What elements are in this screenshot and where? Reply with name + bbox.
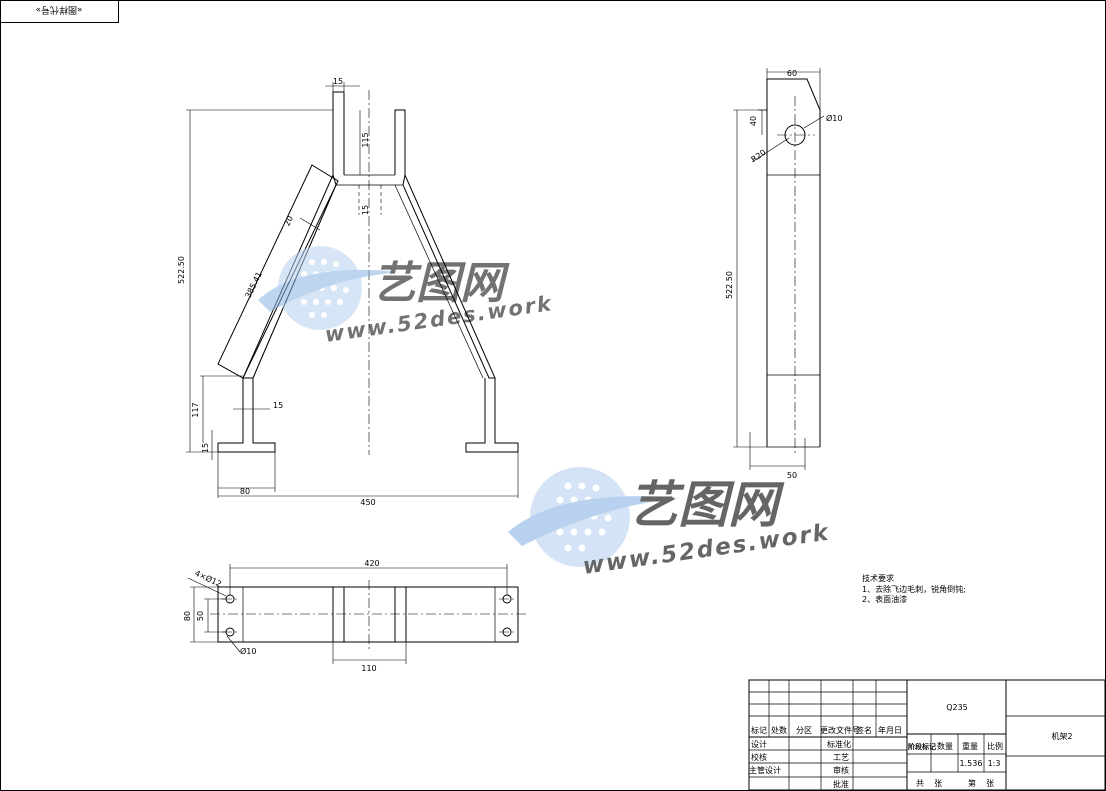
notes-title: 技术要求 — [862, 573, 894, 583]
tb-stage-mark: 阶段标记 — [908, 742, 936, 751]
tb-role-design: 设计 — [751, 739, 767, 749]
dim-front-overall-width: 450 — [360, 498, 375, 507]
dim-front-overall-height: 522.50 — [177, 256, 186, 284]
tb-material: Q235 — [946, 703, 968, 712]
technical-notes: 技术要求 1、去除飞边毛刺，锐角倒钝; 2、表面油漆 — [862, 573, 966, 604]
notes-item-1: 1、去除飞边毛刺，锐角倒钝; — [862, 584, 966, 594]
tb-role-check: 校核 — [751, 752, 767, 762]
dim-side-overall-height: 522.50 — [725, 271, 734, 299]
top-view — [210, 580, 528, 650]
watermark-lower: 艺图网 www.52des.work — [508, 467, 832, 580]
watermark-globe-icon — [258, 246, 400, 330]
side-view — [766, 78, 821, 455]
watermark-brand: 艺图网 — [628, 476, 785, 534]
tb-role-process: 工艺 — [833, 753, 849, 762]
front-view — [217, 90, 519, 455]
watermark-globe-icon — [508, 467, 680, 567]
tb-sheets-total: 共 张 — [916, 779, 942, 788]
dim-front-foot-height: 117 — [191, 402, 200, 417]
dim-side-hole-dia: Ø10 — [826, 113, 842, 123]
tb-stage-qty: 数量 — [937, 741, 953, 751]
dim-front-arm-width: 20 — [282, 214, 295, 227]
dim-front-slot-height: 115 — [361, 132, 370, 147]
dim-top-width: 80 — [183, 611, 192, 621]
dim-side-radius: R20 — [750, 148, 768, 164]
dim-side-bottom-width: 50 — [787, 471, 797, 480]
dim-top-center-width: 110 — [361, 664, 376, 673]
tb-header-change-doc: 更改文件号 — [820, 725, 860, 735]
dim-top-overall-length: 420 — [364, 559, 379, 568]
notes-item-2: 2、表面油漆 — [862, 594, 907, 604]
tb-role-standard: 标准化 — [827, 739, 851, 749]
dim-top-holes: 4×Ø12 — [193, 568, 223, 589]
side-view-dimensions: 60 40 Ø10 R20 522.50 50 — [725, 68, 842, 480]
dim-front-arm-length: 385.41 — [244, 270, 264, 299]
top-view-dimensions: 420 4×Ø12 50 80 Ø10 110 — [183, 559, 508, 673]
tb-header-date: 年月日 — [878, 725, 902, 735]
tb-sheet-no: 第 张 — [968, 778, 994, 788]
corner-label: «图样代号» — [35, 4, 82, 16]
watermark-brand: 艺图网 — [372, 258, 510, 309]
dim-front-leg-width: 15 — [273, 401, 283, 410]
dim-top-hole-dia: Ø10 — [240, 646, 256, 656]
corner-label-box: «图样代号» — [0, 0, 119, 23]
tb-role-review: 审核 — [833, 765, 849, 775]
tb-header-count: 处数 — [771, 725, 787, 735]
tb-role-approve: 批准 — [833, 779, 849, 789]
tb-role-chief: 主管设计 — [749, 765, 781, 775]
tb-weight: 1.536 — [960, 759, 983, 768]
dim-front-foot-width: 80 — [240, 487, 250, 496]
tb-header-mark: 标记 — [751, 725, 767, 735]
dim-top-hole-spacing: 50 — [196, 611, 205, 621]
title-block: 标记 处数 分区 更改文件号 签名 年月日 设计 校核 主管设计 标准化 工艺 … — [748, 679, 1106, 791]
dim-front-top-width: 15 — [333, 77, 343, 86]
tb-header-sign: 签名 — [856, 725, 872, 735]
dim-front-foot-thick: 15 — [201, 443, 210, 453]
dim-side-hole-offset: 40 — [749, 116, 758, 126]
dim-side-top-width: 60 — [787, 69, 797, 78]
tb-scale: 1:3 — [988, 759, 1001, 768]
watermark-upper: 艺图网 www.52des.work — [258, 246, 554, 347]
tb-stage-scale: 比例 — [987, 741, 1003, 751]
tb-header-zone: 分区 — [796, 726, 812, 735]
tb-part-name: 机架2 — [1051, 731, 1072, 741]
tb-stage-weight: 重量 — [962, 741, 978, 751]
dim-front-slot-bottom: 15 — [361, 205, 370, 215]
